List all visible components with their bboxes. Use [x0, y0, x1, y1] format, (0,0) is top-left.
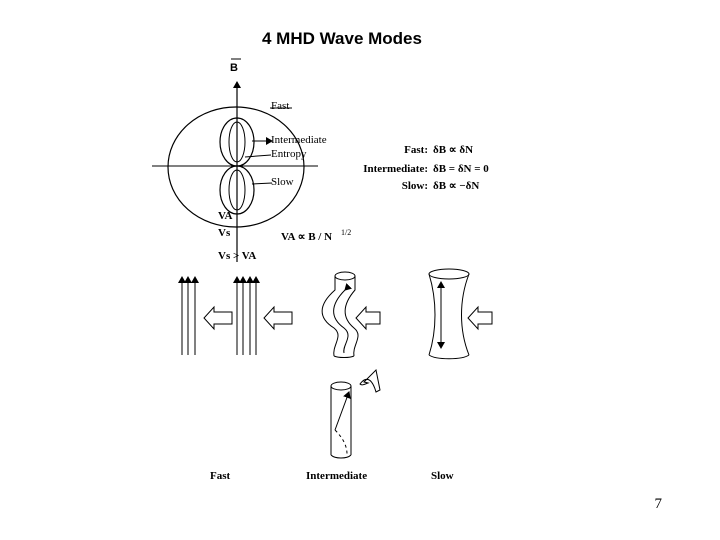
relation-slow-mode: Slow:: [402, 180, 428, 192]
compression-arrow-left: [203, 305, 233, 331]
polar-diagram: B Fast Intermediate Entropy Slow VA Vs V…: [152, 58, 351, 262]
intermediate-curve-label: Intermediate: [271, 134, 327, 146]
compression-arrow-right: [263, 305, 293, 331]
slow-upper-lobe: [228, 121, 246, 163]
alfven-proportionality: VA ∝ B / N: [281, 231, 332, 243]
twist-top-cap: [330, 381, 352, 391]
speed-inequality: Vs > VA: [218, 250, 256, 262]
slow-leader: [251, 182, 273, 185]
bulge-wall-right: [461, 273, 470, 356]
tube-top-cap: [334, 271, 356, 281]
kinked-flux-tube: [321, 271, 381, 358]
twist-bottom-cap: [330, 454, 352, 459]
relations-table: Fast: δB ∝ δN Intermediate: δB = δN = 0 …: [363, 144, 489, 192]
bulging-flux-tube: [428, 268, 493, 360]
twisted-flux-tube: [330, 368, 381, 459]
twist-hidden-line: [334, 429, 348, 455]
fast-curve-label: Fast: [271, 100, 289, 112]
page-number: 7: [654, 496, 663, 512]
tube-bottom-cap: [333, 355, 355, 358]
bulge-top-cap: [428, 268, 470, 280]
relation-fast-mode: Fast:: [404, 144, 428, 156]
rotation-arrow: [359, 368, 381, 393]
fast-mode-illustration: [178, 276, 293, 355]
twist-field-line: [334, 391, 351, 431]
bulge-wall-left: [428, 273, 436, 356]
compression-arrow-kink: [355, 305, 381, 331]
b-field-label: B: [230, 62, 238, 74]
compression-arrow-bulge: [467, 305, 493, 331]
intermediate-lower-lobe: [219, 165, 255, 215]
caption-fast: Fast: [210, 470, 231, 482]
slow-curve-label: Slow: [271, 176, 294, 188]
entropy-leader: [244, 154, 272, 158]
tube-wall-right: [344, 276, 359, 357]
relation-intermediate-value: δB = δN = 0: [433, 163, 489, 175]
relation-fast-value: δB ∝ δN: [433, 144, 473, 156]
relation-slow-value: δB ∝ −δN: [433, 180, 479, 192]
slow-lower-lobe: [228, 169, 246, 211]
proportionality-exponent: 1/2: [341, 228, 351, 237]
relation-intermediate-mode: Intermediate:: [363, 163, 428, 175]
bulge-bottom-cap: [428, 354, 470, 360]
slide-title: 4 MHD Wave Modes: [262, 29, 422, 48]
tube-field-line: [333, 282, 353, 354]
vs-label: Vs: [218, 227, 231, 239]
va-label: VA: [218, 210, 233, 222]
caption-intermediate: Intermediate: [306, 470, 367, 482]
caption-slow: Slow: [431, 470, 454, 482]
entropy-curve-label: Entropy: [271, 148, 307, 160]
tube-wall-left: [321, 276, 339, 357]
fast-curve: [167, 106, 305, 228]
